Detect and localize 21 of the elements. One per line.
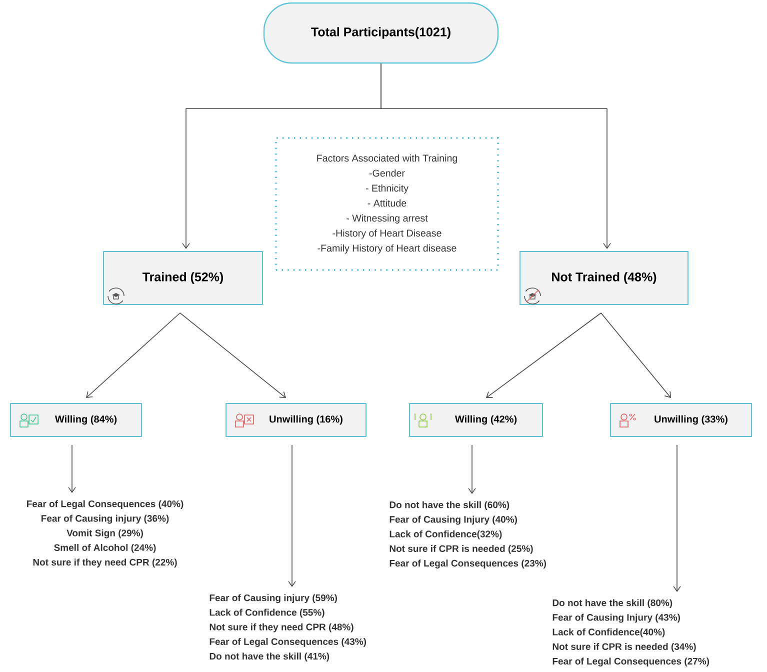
response-box: Willing (42%) — [409, 403, 543, 437]
factors-box: Factors Associated with Training -Gender - Ethnicity - Attitude - Witnessing arrest -History of Heart Disease -Family History of Heart disease — [275, 137, 499, 271]
group-box: Not Trained (48%) — [520, 251, 688, 305]
arrow — [68, 444, 76, 493]
reason-list: Do not have the skill (60%) Fear of Causing Injury (40%) Lack of Confidence(32%) Not sure if CPR is needed (25%) Fear of Legal Consequences (23%) — [390, 501, 546, 568]
arrow — [180, 312, 286, 398]
group-box: Trained (52%) — [103, 251, 263, 305]
response-box: Willing (84%) — [10, 403, 142, 437]
reason-list: Fear of Causing injury (59%) Lack of Confidence (55%) Not sure if they need CPR (48%) Fear of Legal Consequences (43%) Do not have the skill (41%) — [210, 594, 366, 662]
start-pill: Total Participants(1021) — [263, 2, 499, 64]
arrow — [673, 444, 681, 592]
arrow — [468, 444, 476, 494]
response-box: Unwilling (33%) — [610, 403, 752, 437]
response-box: Unwilling (16%) — [226, 403, 366, 437]
arrow — [288, 444, 296, 587]
reason-list: Do not have the skill (80%) Fear of Causing Injury (43%) Lack of Confidence(40%) Not sure if CPR is needed (34%) Fear of Legal Consequences (27%) — [552, 599, 710, 666]
reason-list: Fear of Legal Consequences (40%) Fear of Causing injury (36%) Vomit Sign (29%) Smell of Alcohol (24%) Not sure if they need CPR (22%) — [26, 500, 184, 568]
arrow — [86, 312, 180, 398]
arrow — [380, 63, 611, 249]
arrow — [600, 312, 671, 398]
arrow — [486, 312, 602, 398]
